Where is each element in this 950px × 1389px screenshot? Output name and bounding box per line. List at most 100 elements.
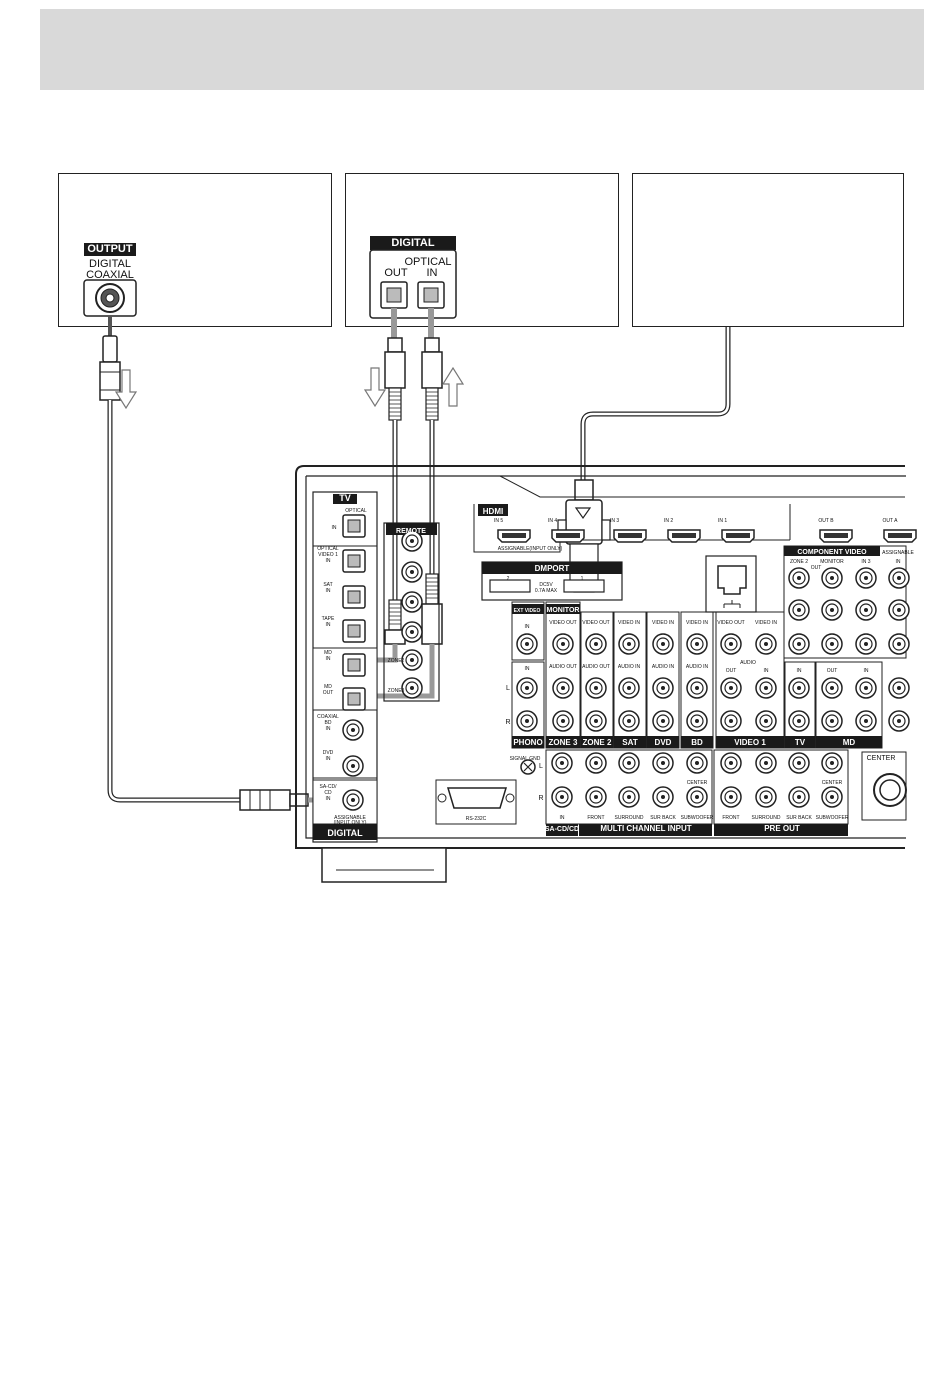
- multi-channel-jack-bottom[interactable]: [686, 786, 708, 808]
- component-pr-jack[interactable]: [788, 633, 810, 655]
- component-assignable: ASSIGNABLE: [882, 550, 914, 556]
- remote-jack[interactable]: [401, 591, 423, 613]
- component-label-in3: IN 3: [861, 559, 870, 565]
- audio-r-jack[interactable]: [585, 710, 607, 732]
- audio-l-jack[interactable]: [618, 677, 640, 699]
- hdmi-input-port[interactable]: [721, 529, 755, 543]
- multi-channel-jack-top[interactable]: [551, 752, 573, 774]
- hdmi-input-port[interactable]: [497, 529, 531, 543]
- audio-r-jack[interactable]: [755, 710, 777, 732]
- audio-l-jack[interactable]: [821, 677, 843, 699]
- remote-jack[interactable]: [401, 677, 423, 699]
- component-pb-jack[interactable]: [888, 599, 910, 621]
- optical-jack[interactable]: [342, 687, 366, 711]
- component-y-jack[interactable]: [788, 567, 810, 589]
- jack-column-box: [511, 601, 545, 661]
- video-jack[interactable]: [516, 633, 538, 655]
- mc-front-label: FRONT: [587, 815, 604, 821]
- audio-in-label: AUDIO IN: [686, 664, 709, 670]
- audio-r-jack[interactable]: [720, 710, 742, 732]
- audio-r-jack[interactable]: [855, 710, 877, 732]
- multi-channel-jack-top[interactable]: [585, 752, 607, 774]
- multi-channel-jack-bottom[interactable]: [618, 786, 640, 808]
- remote-jack[interactable]: [401, 530, 423, 552]
- video-jack[interactable]: [618, 633, 640, 655]
- hdmi-output-label: OUT B: [818, 518, 834, 524]
- multi-channel-jack-bottom[interactable]: [551, 786, 573, 808]
- ext-video-in-label: IN: [525, 624, 530, 630]
- hdmi-input-port[interactable]: [551, 529, 585, 543]
- multi-channel-jack-bottom[interactable]: [821, 786, 843, 808]
- audio-r-jack[interactable]: [686, 710, 708, 732]
- component-pb-jack[interactable]: [821, 599, 843, 621]
- audio-l-jack[interactable]: [855, 677, 877, 699]
- video-jack[interactable]: [585, 633, 607, 655]
- audio-l-jack[interactable]: [888, 677, 910, 699]
- zone2-video-out-label: VIDEO OUT: [582, 620, 610, 626]
- multi-footer-bg: [579, 824, 712, 836]
- optical-jack[interactable]: [342, 549, 366, 573]
- audio-r-jack[interactable]: [821, 710, 843, 732]
- audio-r-jack[interactable]: [552, 710, 574, 732]
- audio-l-jack[interactable]: [686, 677, 708, 699]
- hdmi-input-port[interactable]: [667, 529, 701, 543]
- mc-surback-label: SUR BACK: [650, 815, 676, 821]
- remote-jack[interactable]: [401, 621, 423, 643]
- audio-l-jack[interactable]: [552, 677, 574, 699]
- digital-footer: DIGITAL: [327, 828, 363, 838]
- hdmi-output-port[interactable]: [883, 529, 917, 543]
- audio-r-jack[interactable]: [788, 710, 810, 732]
- audio-r-jack[interactable]: [888, 710, 910, 732]
- audio-r-jack[interactable]: [652, 710, 674, 732]
- component-y-jack[interactable]: [888, 567, 910, 589]
- digital-jack-label: TAPE: [322, 616, 335, 622]
- hdmi-output-port[interactable]: [819, 529, 853, 543]
- jack-column-footer-bg: [512, 736, 544, 748]
- multi-channel-jack-bottom[interactable]: [755, 786, 777, 808]
- multi-channel-jack-top[interactable]: [652, 752, 674, 774]
- audio-l-jack[interactable]: [652, 677, 674, 699]
- video-jack[interactable]: [552, 633, 574, 655]
- multi-channel-jack-top[interactable]: [686, 752, 708, 774]
- dmport-header: DMPORT: [535, 564, 570, 573]
- multi-channel-jack-top[interactable]: [720, 752, 742, 774]
- coaxial-jack[interactable]: [342, 755, 364, 777]
- multi-channel-jack-top[interactable]: [821, 752, 843, 774]
- multi-channel-jack-bottom[interactable]: [585, 786, 607, 808]
- multi-channel-jack-top[interactable]: [755, 752, 777, 774]
- audio-l-jack[interactable]: [585, 677, 607, 699]
- tv-optical-jack[interactable]: [342, 514, 366, 538]
- video-jack[interactable]: [755, 633, 777, 655]
- audio-r-jack[interactable]: [618, 710, 640, 732]
- audio-l-jack[interactable]: [720, 677, 742, 699]
- audio-l-jack[interactable]: [788, 677, 810, 699]
- jack-column-label: PHONO: [513, 738, 542, 747]
- video-jack[interactable]: [720, 633, 742, 655]
- coaxial-jack[interactable]: [342, 719, 364, 741]
- remote-jack[interactable]: [401, 649, 423, 671]
- component-pr-jack[interactable]: [821, 633, 843, 655]
- multi-channel-jack-bottom[interactable]: [652, 786, 674, 808]
- component-y-jack[interactable]: [821, 567, 843, 589]
- jack-column-footer-bg: [816, 736, 882, 748]
- multi-channel-jack-top[interactable]: [618, 752, 640, 774]
- component-y-jack[interactable]: [855, 567, 877, 589]
- optical-jack[interactable]: [342, 619, 366, 643]
- audio-l-jack[interactable]: [755, 677, 777, 699]
- coaxial-jack[interactable]: [342, 789, 364, 811]
- multi-channel-jack-bottom[interactable]: [788, 786, 810, 808]
- video-jack[interactable]: [652, 633, 674, 655]
- component-pr-jack[interactable]: [888, 633, 910, 655]
- optical-jack[interactable]: [342, 585, 366, 609]
- hdmi-input-port[interactable]: [613, 529, 647, 543]
- audio-r-jack[interactable]: [516, 710, 538, 732]
- component-pr-jack[interactable]: [855, 633, 877, 655]
- audio-l-jack[interactable]: [516, 677, 538, 699]
- multi-channel-jack-top[interactable]: [788, 752, 810, 774]
- remote-jack[interactable]: [401, 561, 423, 583]
- component-pb-jack[interactable]: [788, 599, 810, 621]
- multi-channel-jack-bottom[interactable]: [720, 786, 742, 808]
- optical-jack[interactable]: [342, 653, 366, 677]
- component-pb-jack[interactable]: [855, 599, 877, 621]
- video-jack[interactable]: [686, 633, 708, 655]
